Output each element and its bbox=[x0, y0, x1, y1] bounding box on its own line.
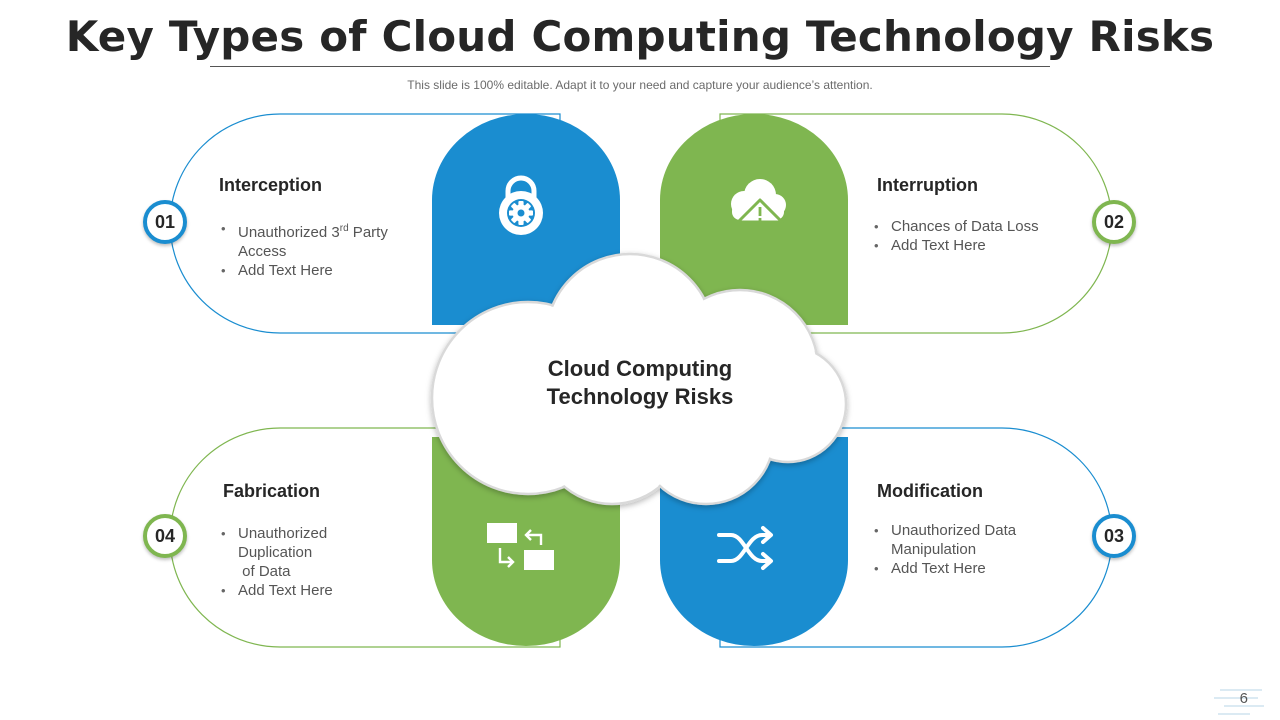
center-cloud bbox=[430, 252, 848, 506]
list-item: Add Text Here bbox=[219, 581, 419, 600]
page-number: 6 bbox=[1239, 690, 1248, 707]
page-title: Key Types of Cloud Computing Technology … bbox=[65, 12, 1215, 61]
card-04-number-badge: 04 bbox=[143, 514, 187, 558]
padlock-gear-icon bbox=[499, 175, 543, 235]
card-04-bullets: Unauthorized Duplication of Data Add Tex… bbox=[219, 524, 419, 600]
card-02-bullets: Chances of Data Loss Add Text Here bbox=[872, 217, 1072, 255]
decorative-lines bbox=[1214, 689, 1264, 715]
page-subtitle: This slide is 100% editable. Adapt it to… bbox=[407, 78, 873, 92]
card-04-title: Fabrication bbox=[223, 481, 321, 501]
list-item: Unauthorized Data Manipulation bbox=[872, 521, 1072, 559]
card-01-title: Interception bbox=[219, 175, 323, 195]
duplicate-windows-icon bbox=[487, 523, 554, 570]
shuffle-arrows-icon bbox=[717, 526, 773, 570]
card-02-title: Interruption bbox=[877, 175, 978, 195]
center-label-line-1: Cloud Computing bbox=[547, 356, 733, 381]
list-item: Add Text Here bbox=[872, 236, 1072, 255]
list-item: Add Text Here bbox=[872, 559, 1072, 578]
list-item: Add Text Here bbox=[219, 261, 419, 280]
card-02-number-badge: 02 bbox=[1092, 200, 1136, 244]
title-underline bbox=[210, 66, 1050, 67]
list-item: Unauthorized 3rd Party Access bbox=[219, 219, 419, 261]
list-item: Chances of Data Loss bbox=[872, 217, 1072, 236]
card-01-number-badge: 01 bbox=[143, 200, 187, 244]
cloud-warning-icon bbox=[731, 179, 786, 224]
card-03-title: Modification bbox=[877, 481, 983, 501]
center-label-line-2: Technology Risks bbox=[546, 384, 734, 409]
card-03-number-badge: 03 bbox=[1092, 514, 1136, 558]
center-label: Cloud Computing Technology Risks bbox=[500, 355, 780, 411]
list-item: Unauthorized Duplication of Data bbox=[219, 524, 419, 581]
card-01-bullets: Unauthorized 3rd Party Access Add Text H… bbox=[219, 219, 419, 280]
card-03-bullets: Unauthorized Data Manipulation Add Text … bbox=[872, 521, 1072, 578]
